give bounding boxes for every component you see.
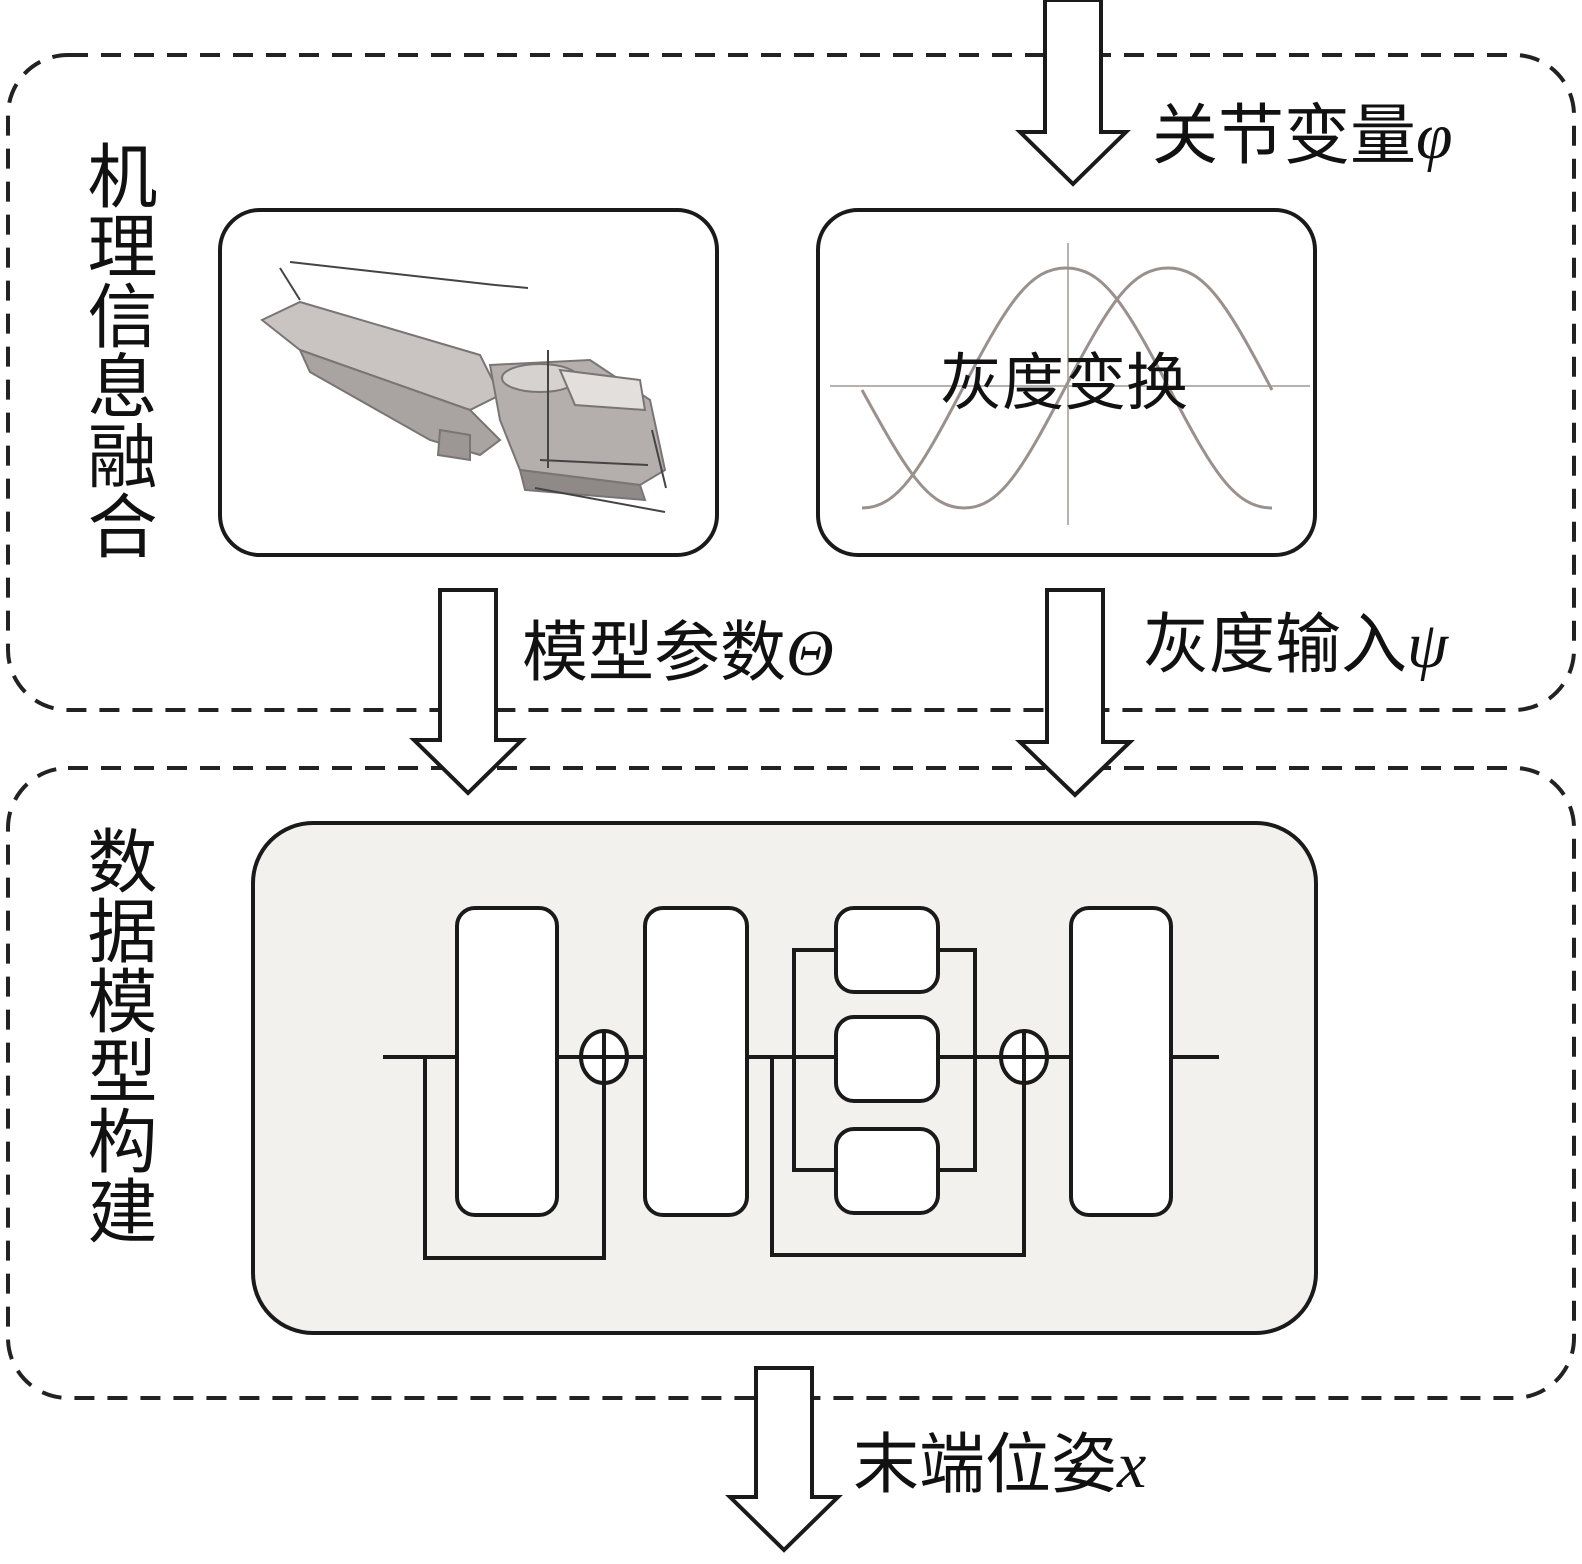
output-label: 末端位姿x	[853, 1432, 1146, 1499]
sum-node-1	[579, 1029, 629, 1085]
section-bottom-title: 数据模型构建	[76, 825, 158, 1245]
sine-waves-graphic	[830, 243, 1310, 525]
section-top-container	[6, 53, 1576, 712]
branch-block	[834, 1015, 940, 1103]
layer-block	[1069, 906, 1173, 1217]
param-label-text: 模型参数	[522, 614, 786, 691]
gray-transform-text: 灰度变换	[940, 346, 1189, 419]
gray-input-label-text: 灰度输入	[1143, 606, 1407, 683]
input-arrow	[1015, 0, 1131, 187]
param-arrow	[409, 588, 527, 796]
output-label-text: 末端位姿	[853, 1426, 1117, 1503]
param-label-symbol: Θ	[786, 617, 834, 690]
robot-mechanism-image	[260, 261, 667, 513]
output-arrow	[725, 1366, 843, 1553]
gray-input-label: 灰度输入ψ	[1143, 612, 1448, 679]
branch-block	[834, 906, 940, 994]
network-blocks	[455, 906, 1173, 1217]
branch-block	[834, 1127, 940, 1215]
input-label-text: 关节变量	[1152, 97, 1416, 174]
gray-input-label-symbol: ψ	[1407, 609, 1448, 682]
layer-block	[455, 906, 559, 1217]
output-label-symbol: x	[1117, 1429, 1147, 1502]
section-bottom-container	[6, 766, 1576, 1400]
section-top-title: 机理信息融合	[76, 140, 158, 560]
input-label: 关节变量φ	[1152, 103, 1453, 170]
layer-block	[643, 906, 749, 1217]
network-diagram	[383, 948, 1219, 1260]
input-label-symbol: φ	[1416, 100, 1453, 173]
gray-input-arrow	[1015, 588, 1135, 798]
param-label: 模型参数Θ	[522, 620, 834, 687]
sum-node-2	[999, 1029, 1049, 1085]
